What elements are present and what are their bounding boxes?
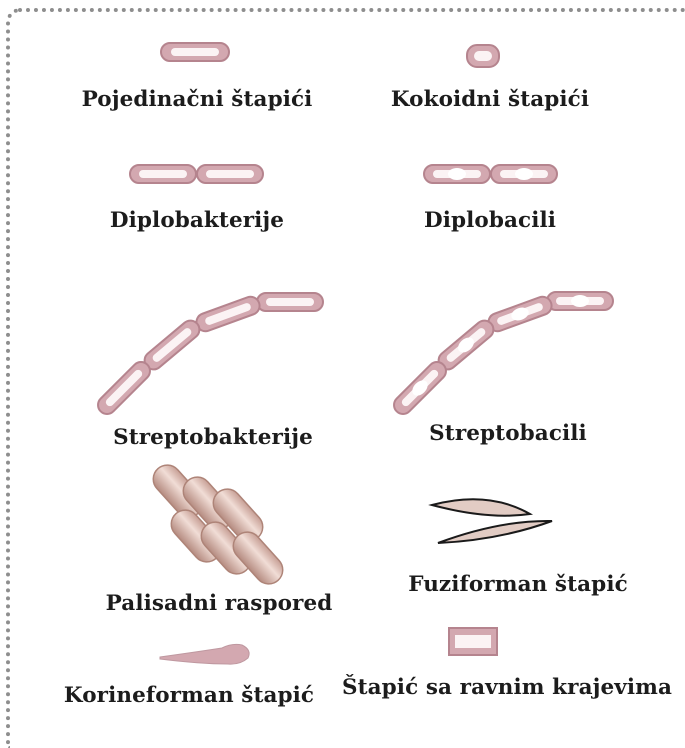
label-palisade: Palisadni raspored (106, 591, 333, 616)
streptobacilli-chain (390, 292, 613, 418)
coccoid-rod-shape (467, 45, 499, 67)
diplobacteria-shape (130, 165, 263, 183)
label-coryneform: Korineforman štapić (64, 683, 314, 708)
square-end-rod-shape (449, 628, 497, 655)
palisade-cluster (148, 459, 289, 589)
label-coccoid-rods: Kokoidni štapići (391, 87, 589, 112)
label-diplobacilli: Diplobacili (424, 208, 556, 233)
label-fusiform: Fuziforman štapić (408, 572, 628, 597)
streptobacteria-chain (94, 293, 323, 418)
label-square-ends: Štapić sa ravnim krajevima (342, 675, 672, 700)
fusiform-rods (432, 499, 552, 543)
coryneform-rod-shape (160, 644, 249, 664)
label-streptobacteria: Streptobakterije (113, 425, 313, 450)
diplobacilli-shape (424, 165, 557, 183)
label-diplobacteria: Diplobakterije (110, 208, 284, 233)
label-single-rods: Pojedinačni štapići (82, 87, 313, 112)
single-rod-shape (161, 43, 229, 61)
label-streptobacilli: Streptobacili (429, 421, 587, 446)
